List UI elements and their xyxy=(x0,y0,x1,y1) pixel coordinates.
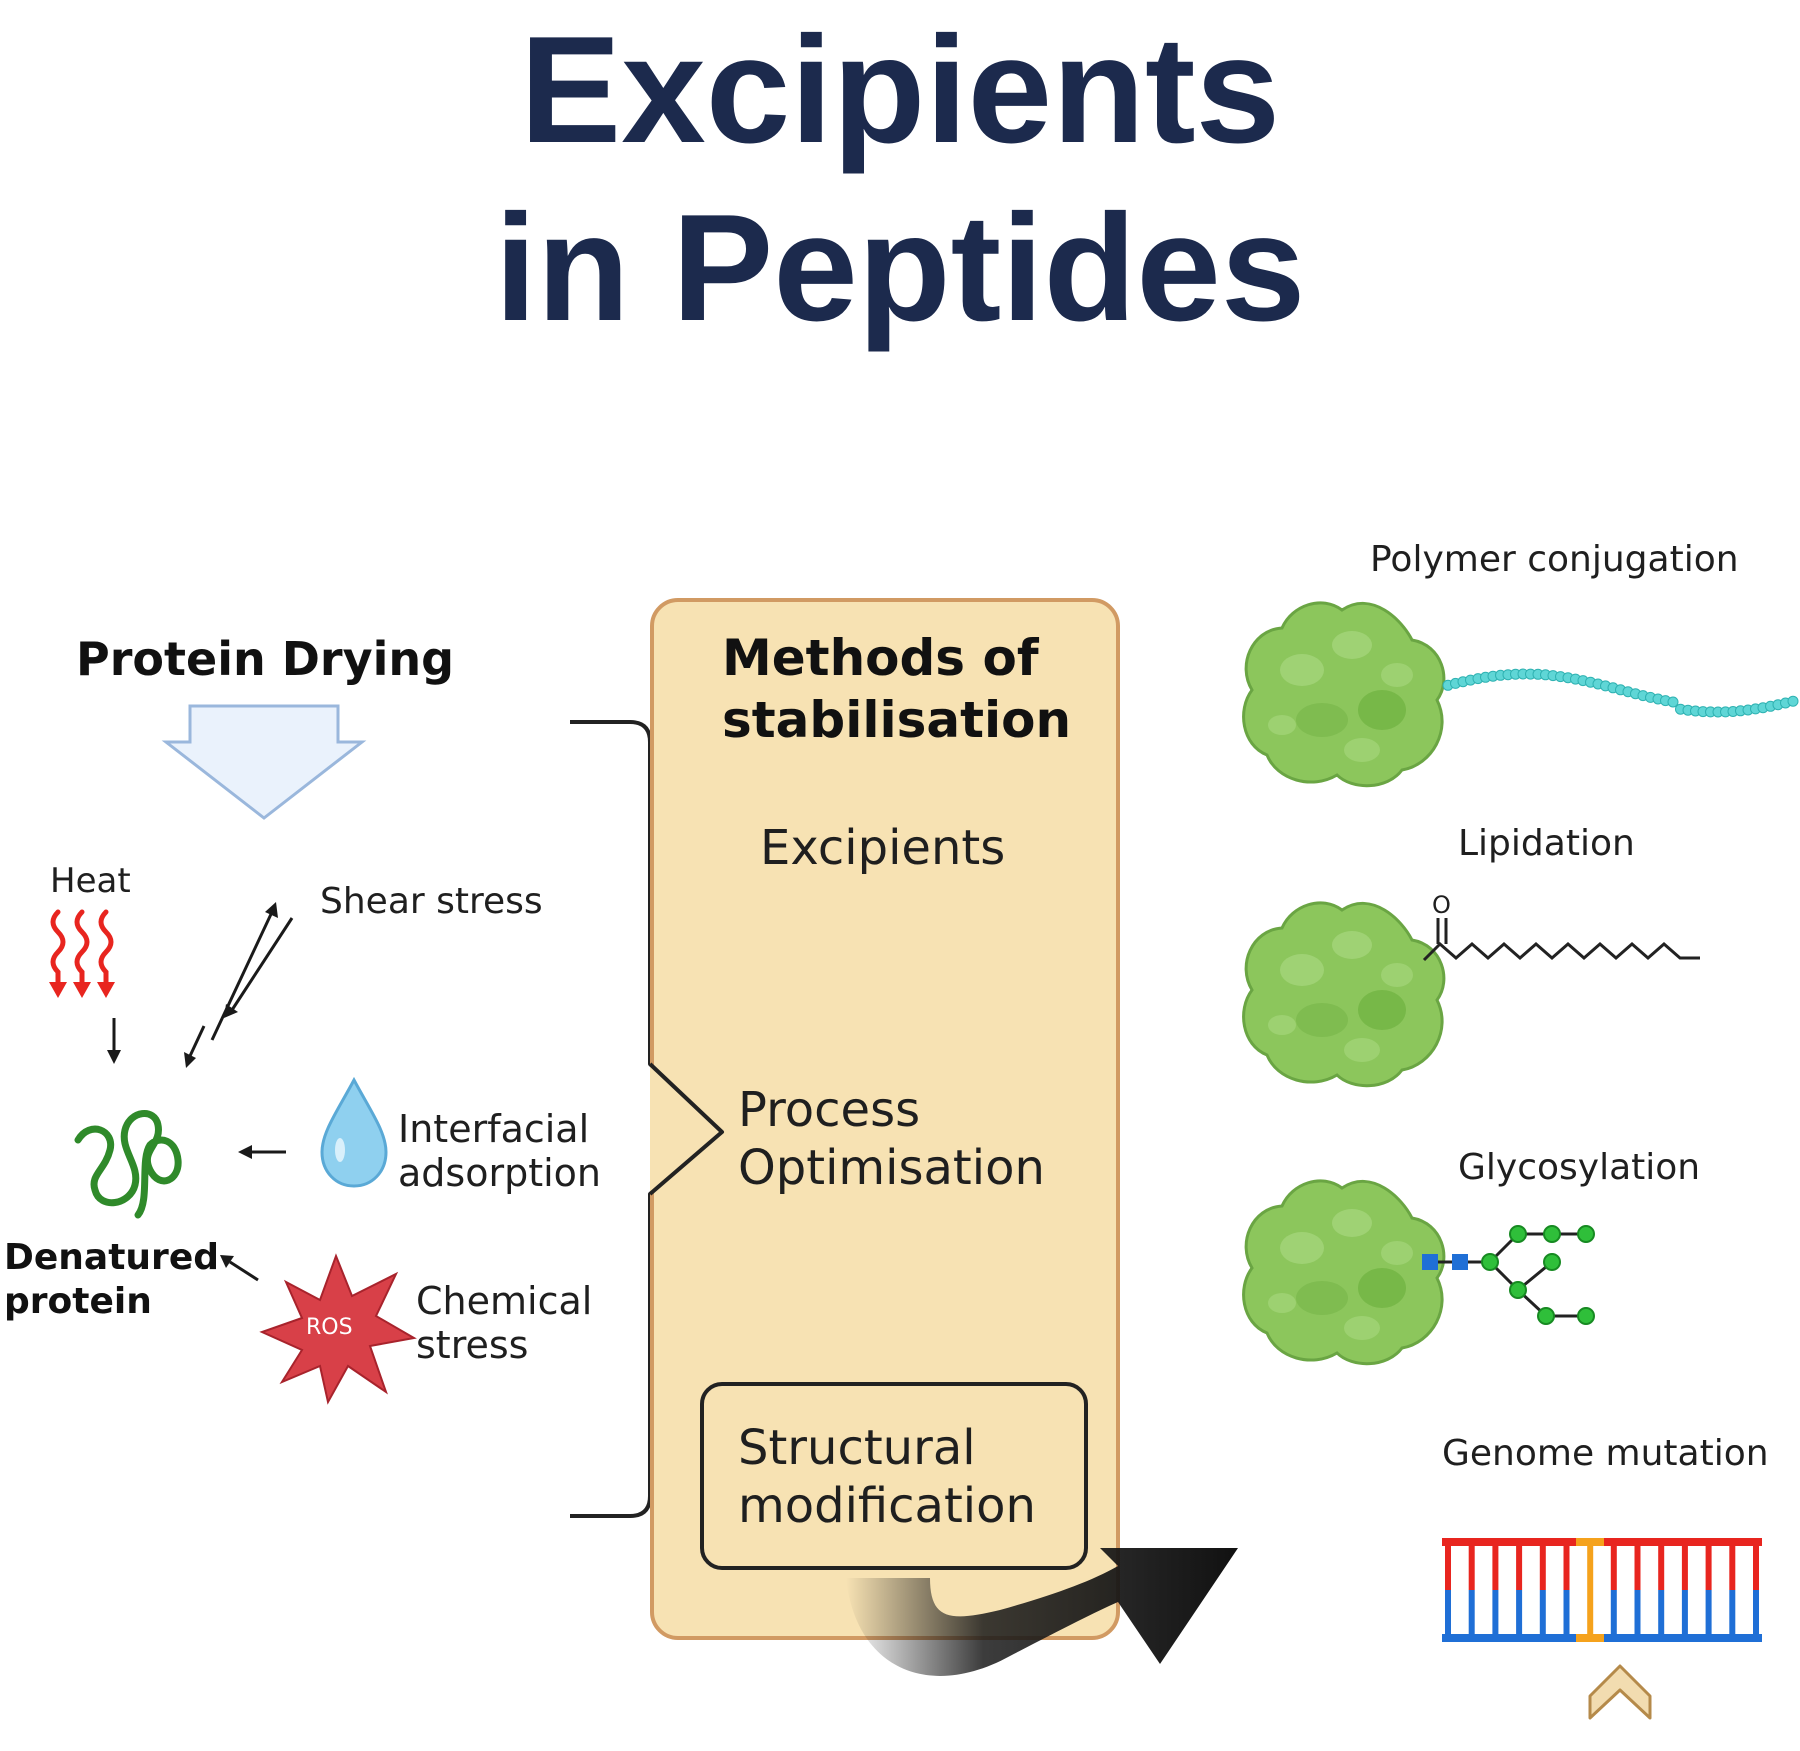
big-curved-arrow-icon xyxy=(846,1548,1238,1676)
protein-drying-heading: Protein Drying xyxy=(76,632,455,686)
methods-heading-2: stabilisation xyxy=(722,691,1072,749)
structural-box xyxy=(700,1382,1088,1570)
methods-heading-1: Methods of xyxy=(722,629,1039,687)
shear-stress-label: Shear stress xyxy=(320,881,543,922)
process-label-1: Process xyxy=(738,1082,921,1138)
polymer-conjugation-label: Polymer conjugation xyxy=(1370,539,1739,580)
carbonyl-o-label: O xyxy=(1432,891,1451,919)
protein-polymer-icon xyxy=(1242,601,1446,788)
chemical-label-2: stress xyxy=(416,1323,529,1367)
process-label-2: Optimisation xyxy=(738,1140,1045,1196)
genome-mutation-label: Genome mutation xyxy=(1442,1433,1769,1474)
glycan-icon xyxy=(1422,1225,1595,1325)
lipid-chain xyxy=(1422,918,1700,962)
title-line-2: in Peptides xyxy=(494,183,1306,353)
denatured-label-1: Denatured xyxy=(4,1237,219,1278)
lipidation-label: Lipidation xyxy=(1458,823,1635,864)
structural-label-2: modification xyxy=(738,1478,1036,1534)
heat-label: Heat xyxy=(50,861,131,901)
interfacial-label-2: adsorption xyxy=(398,1151,601,1195)
ros-label: ROS xyxy=(306,1315,353,1340)
drying-arrow-icon xyxy=(161,704,367,820)
protein-glycan-icon xyxy=(1242,1179,1446,1366)
droplet-icon xyxy=(320,1076,388,1188)
title-line-1: Excipients xyxy=(519,5,1281,175)
glycosylation-label: Glycosylation xyxy=(1458,1147,1701,1188)
dna-ladder-icon xyxy=(1442,1538,1762,1642)
denatured-protein-icon xyxy=(74,1110,182,1219)
heat-icon xyxy=(50,909,114,985)
interfacial-label-1: Interfacial xyxy=(398,1107,590,1151)
excipients-label: Excipients xyxy=(760,820,1006,876)
stress-arrows xyxy=(107,902,294,1282)
structural-label-1: Structural xyxy=(738,1420,976,1476)
mutation-caret-icon xyxy=(1588,1664,1652,1720)
protein-lipid-icon xyxy=(1242,901,1446,1088)
polymer-chain xyxy=(1442,668,1799,718)
denatured-label-2: protein xyxy=(4,1281,152,1322)
chemical-label-1: Chemical xyxy=(416,1279,593,1323)
ros-starburst-icon xyxy=(259,1253,417,1405)
